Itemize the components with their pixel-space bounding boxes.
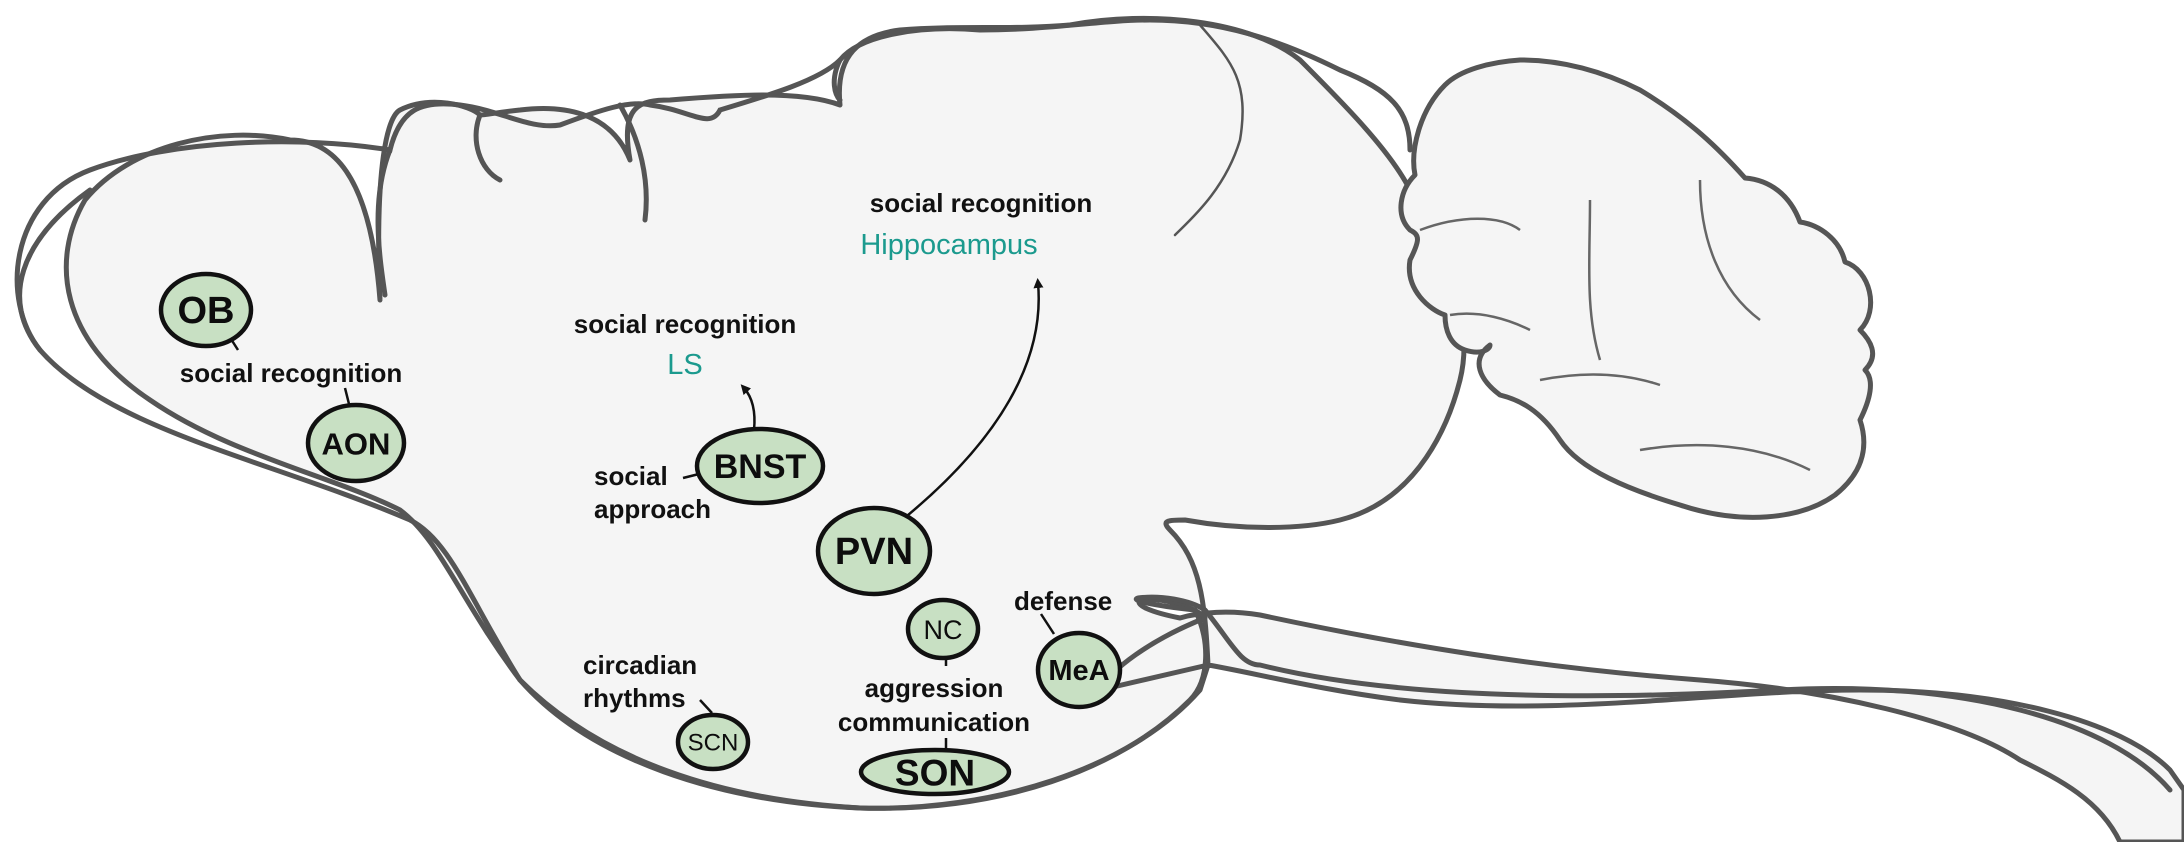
node-son: SON — [858, 747, 1012, 797]
node-ob: OB — [158, 271, 254, 349]
bnst-function-line2: approach — [594, 494, 711, 524]
node-nc-label: NC — [924, 615, 963, 645]
node-ob-label: OB — [178, 290, 235, 332]
ls-region-label: LS — [667, 349, 702, 381]
hippocampus-region-label: Hippocampus — [860, 229, 1037, 261]
node-aon-label: AON — [322, 427, 391, 462]
nc-son-function-line2: communication — [838, 707, 1030, 737]
nc-son-function-line1: aggression — [865, 673, 1004, 703]
node-nc: NC — [905, 597, 981, 661]
cortex-top-outline — [14, 17, 1413, 353]
scn-function-line2: rhythms — [583, 683, 686, 713]
node-son-label: SON — [895, 753, 975, 794]
sulcus-1 — [375, 147, 393, 298]
node-bnst: BNST — [694, 426, 826, 506]
node-mea: MeA — [1035, 630, 1123, 710]
node-bnst-label: BNST — [714, 448, 807, 486]
mea-connector — [1039, 613, 1056, 635]
sulcus-4 — [831, 57, 843, 103]
scn-connector — [699, 699, 713, 714]
node-pvn: PVN — [815, 505, 933, 597]
scn-function-line1: circadian — [583, 650, 697, 680]
hippocampus-function-label: social recognition — [870, 188, 1093, 218]
node-aon: AON — [305, 402, 407, 484]
mea-function-label: defense — [1014, 586, 1112, 616]
node-scn: SCN — [675, 712, 751, 772]
node-mea-label: MeA — [1048, 655, 1109, 687]
bnst-to-ls-arrow — [740, 384, 756, 431]
pvn-to-hippocampus-arrow — [901, 278, 1044, 521]
sulcus-2 — [473, 112, 503, 183]
olfactory-function-label: social recognition — [180, 358, 403, 388]
sulcus-3 — [617, 102, 649, 223]
ls-function-label: social recognition — [574, 309, 797, 339]
cerebrum-outline — [17, 187, 2173, 811]
aon-connector — [343, 387, 351, 405]
node-pvn-label: PVN — [835, 531, 913, 573]
node-scn-label: SCN — [688, 730, 739, 757]
cerebellum — [1398, 57, 1876, 520]
sulcus-5 — [1173, 23, 1244, 237]
bnst-function-line1: social — [594, 461, 668, 491]
